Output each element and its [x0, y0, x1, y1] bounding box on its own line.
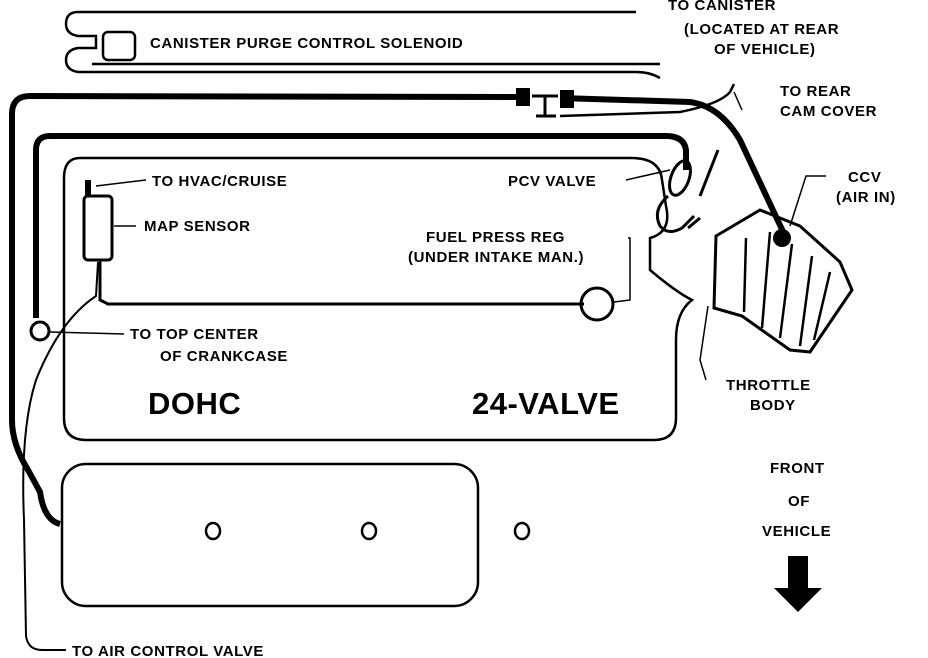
label-crankcase-2: OF CRANKCASE — [160, 348, 288, 365]
valve-cover-bolt-left — [204, 521, 222, 541]
hose-tee-fitting — [516, 88, 530, 106]
label-dohc: DOHC — [148, 386, 241, 421]
canister-hose — [64, 10, 661, 80]
label-front-2: OF — [788, 493, 810, 510]
pcv-hose — [33, 133, 689, 318]
throttle-body-ribs — [742, 231, 832, 347]
label-canister-purge: CANISTER PURGE CONTROL SOLENOID — [150, 35, 463, 52]
pcv-tube — [687, 149, 720, 230]
label-air-control: TO AIR CONTROL VALVE — [72, 643, 264, 658]
label-front-1: FRONT — [770, 460, 825, 477]
label-ccv-1: CCV — [848, 169, 881, 186]
valve-cover-bolt-right — [513, 521, 531, 541]
fuel-pressure-regulator — [579, 286, 615, 322]
label-to-canister-1: TO CANISTER — [668, 0, 776, 14]
rear-cam-hose — [559, 83, 736, 118]
label-fuel-press-1: FUEL PRESS REG — [426, 229, 565, 246]
pcv-valve — [668, 159, 692, 197]
label-ccv-2: (AIR IN) — [836, 189, 896, 206]
label-pcv-valve: PCV VALVE — [508, 173, 596, 190]
throttle-body — [712, 208, 854, 354]
label-throttle-1: THROTTLE — [726, 377, 811, 394]
valve-cover-bolt-center — [360, 521, 378, 541]
main-vacuum-hose — [9, 92, 521, 527]
hose-tee-fitting-2 — [560, 90, 574, 108]
map-sensor-port — [98, 260, 584, 306]
label-to-canister-2: (LOCATED AT REAR — [684, 21, 839, 38]
valve-cover — [60, 462, 480, 608]
ccv-inlet — [773, 229, 791, 247]
front-arrow-icon — [774, 556, 822, 612]
leader-lines — [49, 91, 826, 381]
label-throttle-2: BODY — [750, 397, 796, 414]
label-24-valve: 24-VALVE — [472, 386, 620, 421]
intake-manifold-outline — [62, 156, 695, 442]
pcv-valve-body — [655, 194, 696, 233]
crankcase-fitting — [29, 320, 51, 342]
label-front-3: VEHICLE — [762, 523, 831, 540]
canister-purge-solenoid — [101, 30, 137, 62]
main-vacuum-hose-right — [559, 95, 789, 240]
map-sensor — [82, 194, 114, 262]
label-to-canister-3: OF VEHICLE) — [714, 41, 816, 58]
tee-branch — [532, 94, 558, 118]
label-to-rear-cam-1: TO REAR — [780, 83, 851, 100]
label-hvac: TO HVAC/CRUISE — [152, 173, 287, 190]
air-control-hose — [22, 261, 99, 651]
label-fuel-press-2: (UNDER INTAKE MAN.) — [408, 249, 584, 266]
label-to-rear-cam-2: CAM COVER — [780, 103, 877, 120]
label-map-sensor: MAP SENSOR — [144, 218, 251, 235]
label-crankcase-1: TO TOP CENTER — [130, 326, 259, 343]
